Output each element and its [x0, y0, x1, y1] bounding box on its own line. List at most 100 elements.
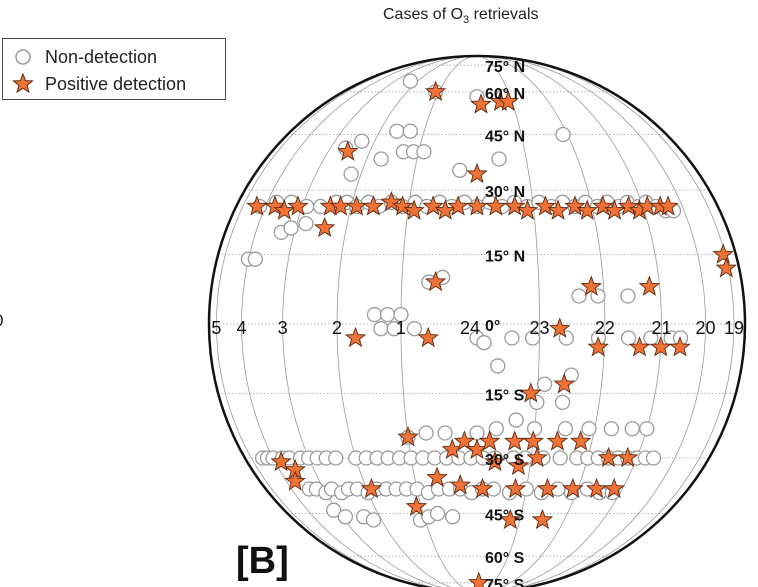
positive-detection-point [478, 430, 501, 451]
non-detection-point [402, 123, 418, 139]
positive-detection-point [485, 195, 507, 216]
non-detection-point [379, 306, 396, 323]
panel-label: [B] [236, 540, 289, 582]
dec-tick-label: 45° S [485, 508, 525, 525]
positive-detection-point [471, 477, 494, 499]
non-detection-point [526, 421, 543, 437]
non-detection-point [365, 512, 382, 528]
dec-tick-labels: 75° N60° N45° N30° N15° N0°15° S30° S45°… [485, 59, 525, 587]
star-icon [12, 73, 34, 94]
meridian-line [476, 55, 662, 587]
non-detection-point [552, 450, 568, 466]
non-detection-point [491, 151, 507, 167]
ra-tick-label: 22 [595, 318, 615, 338]
positive-detection-point [712, 243, 734, 264]
non-detection-point [247, 251, 263, 267]
legend-label: Non-detection [45, 46, 158, 67]
positive-detection-point [549, 317, 571, 338]
legend-item-non-detection: Non-detection [11, 44, 157, 70]
non-detection-point [571, 288, 587, 304]
ra-tick-label: 21 [651, 318, 671, 338]
non-detection-point [624, 421, 640, 437]
non-detection-point [328, 450, 344, 466]
ra-tick-label: 20 [695, 318, 715, 338]
meridian-line [476, 55, 606, 587]
positive-detection-point [580, 275, 603, 296]
positive-detection-point [270, 450, 292, 472]
positive-detection-point [562, 477, 584, 499]
meridian-line [476, 55, 706, 587]
positive-detection-point [503, 195, 526, 216]
positive-detection-point [504, 477, 527, 499]
positive-detection-point [344, 326, 367, 348]
non-detection-point [645, 450, 662, 466]
meridian-line [241, 55, 478, 587]
non-detection-points [240, 73, 689, 528]
non-detection-point [326, 502, 342, 518]
positive-detection-point [616, 446, 639, 468]
positive-detection-point [466, 195, 488, 216]
positive-detection-point [417, 326, 439, 348]
non-detection-point [581, 421, 597, 437]
non-detection-point [603, 421, 620, 437]
positive-detection-point [628, 336, 651, 357]
ra-tick-label: 23 [530, 318, 550, 338]
dec-tick-label: 60° S [485, 550, 525, 567]
non-detection-point [437, 425, 453, 441]
dec-tick-label: 15° S [485, 387, 525, 404]
chart-title-prefix: Cases of O [383, 6, 464, 23]
positive-detection-point [287, 195, 309, 216]
non-detection-point [386, 321, 402, 337]
positive-detection-point [449, 474, 471, 495]
positive-detection-point [587, 336, 609, 357]
non-detection-point [524, 330, 541, 346]
positive-detection-point [246, 195, 268, 216]
non-detection-point [488, 421, 505, 437]
positive-detection-point [715, 257, 738, 278]
ra-tick-label: 24 [460, 318, 480, 338]
positive-detection-point [592, 195, 614, 216]
positive-detection-point [397, 426, 419, 447]
ra-tick-label: 2 [332, 318, 342, 338]
positive-detection-point [484, 450, 506, 472]
positive-detection-point [516, 199, 539, 220]
dec-tick-label: 75° S [485, 577, 525, 587]
positive-detection-point [273, 199, 296, 220]
positive-detection-point [424, 80, 447, 102]
non-detection-point [452, 162, 468, 178]
non-detection-point [429, 505, 446, 522]
positive-detection-point [470, 93, 492, 114]
non-detection-point [354, 133, 370, 149]
positive-detection-point [536, 477, 559, 499]
ra-tick-label: 5 [211, 318, 221, 338]
non-detection-point [337, 509, 354, 525]
non-detection-point [508, 412, 524, 428]
positive-detection-point [284, 470, 306, 491]
non-detection-point [639, 421, 655, 437]
dec-tick-label: 75° N [485, 59, 525, 76]
positive-detection-point [597, 446, 620, 468]
positive-detection-point [638, 275, 661, 296]
positive-detection-point [499, 508, 522, 530]
chart-title-subscript: 3 [463, 14, 470, 27]
positive-detection-point [520, 382, 542, 403]
chart-title-suffix: retrievals [469, 6, 539, 23]
non-detection-point [406, 321, 423, 337]
ra-tick-label: 3 [278, 318, 288, 338]
dec-tick-label: 0° [485, 318, 500, 335]
non-detection-point [389, 123, 405, 139]
legend: Non-detection Positive detection [2, 38, 226, 100]
positive-detection-point [434, 199, 457, 220]
positive-detection-point [546, 430, 569, 451]
non-detection-point [643, 330, 659, 346]
positive-detection-point [576, 199, 599, 220]
dec-tick-label: 60° N [485, 86, 525, 103]
non-detection-point [620, 288, 636, 304]
non-detection-point [557, 421, 574, 437]
positive-detection-point [534, 195, 557, 216]
sphere-outline [207, 54, 747, 587]
legend-label: Positive detection [45, 73, 187, 94]
non-detection-point [445, 509, 461, 525]
